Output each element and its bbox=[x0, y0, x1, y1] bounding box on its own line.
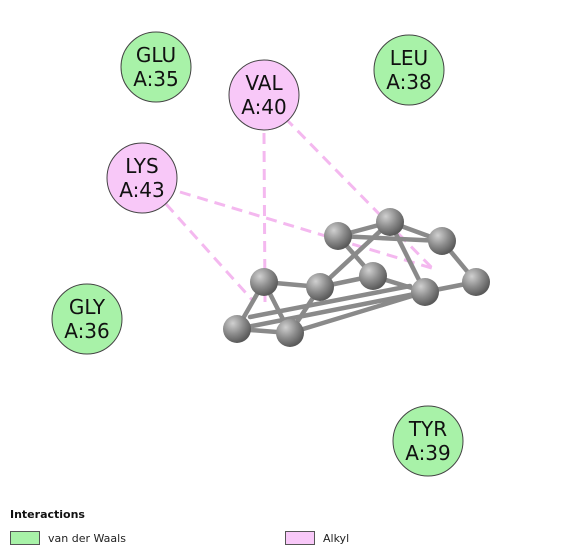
residue-name: GLY bbox=[69, 295, 106, 319]
ligand-atom bbox=[359, 262, 387, 290]
ligand-bond bbox=[335, 233, 445, 244]
residue-leu38: LEU A:38 bbox=[373, 34, 445, 106]
residue-id: A:36 bbox=[64, 319, 110, 343]
alkyl-line-lys43-a bbox=[164, 202, 256, 304]
residue-name: VAL bbox=[245, 71, 283, 95]
ligand-atom bbox=[428, 227, 456, 255]
alkyl-interaction-lines bbox=[164, 116, 439, 304]
ligand-atom bbox=[376, 208, 404, 236]
residue-lys43: LYS A:43 bbox=[106, 142, 178, 214]
residue-glu35: GLU A:35 bbox=[120, 31, 192, 103]
residue-disc bbox=[106, 142, 178, 214]
ligand-bond bbox=[287, 289, 428, 336]
residue-id: A:39 bbox=[405, 441, 451, 465]
residue-name: LEU bbox=[390, 46, 428, 70]
ligand-atom bbox=[411, 278, 439, 306]
ligand-atom bbox=[276, 319, 304, 347]
residue-id: A:40 bbox=[241, 95, 287, 119]
residue-gly36: GLY A:36 bbox=[51, 283, 123, 355]
ligand-atom bbox=[324, 222, 352, 250]
alkyl-line-lys43-b bbox=[179, 190, 439, 272]
ligand-bond bbox=[247, 283, 413, 320]
residue-id: A:38 bbox=[386, 70, 432, 94]
ligand-atom bbox=[250, 268, 278, 296]
residue-disc bbox=[51, 283, 123, 355]
residue-id: A:35 bbox=[133, 67, 179, 91]
residue-disc bbox=[120, 31, 192, 103]
alkyl-line-val40-a bbox=[262, 132, 267, 303]
residue-disc bbox=[373, 34, 445, 106]
residue-val40: VAL A:40 bbox=[228, 59, 300, 131]
ligand-atom bbox=[223, 315, 251, 343]
ligand-atom bbox=[306, 273, 334, 301]
residue-disc bbox=[392, 405, 464, 477]
residue-name: GLU bbox=[136, 43, 176, 67]
residue-id: A:43 bbox=[119, 178, 165, 202]
residue-name: TYR bbox=[408, 417, 447, 441]
residue-name: LYS bbox=[125, 154, 158, 178]
ligand-atoms bbox=[223, 208, 490, 347]
residue-disc bbox=[228, 59, 300, 131]
ligand-bond bbox=[234, 289, 428, 332]
residue-tyr39: TYR A:39 bbox=[392, 405, 464, 477]
ligand-atom bbox=[462, 268, 490, 296]
